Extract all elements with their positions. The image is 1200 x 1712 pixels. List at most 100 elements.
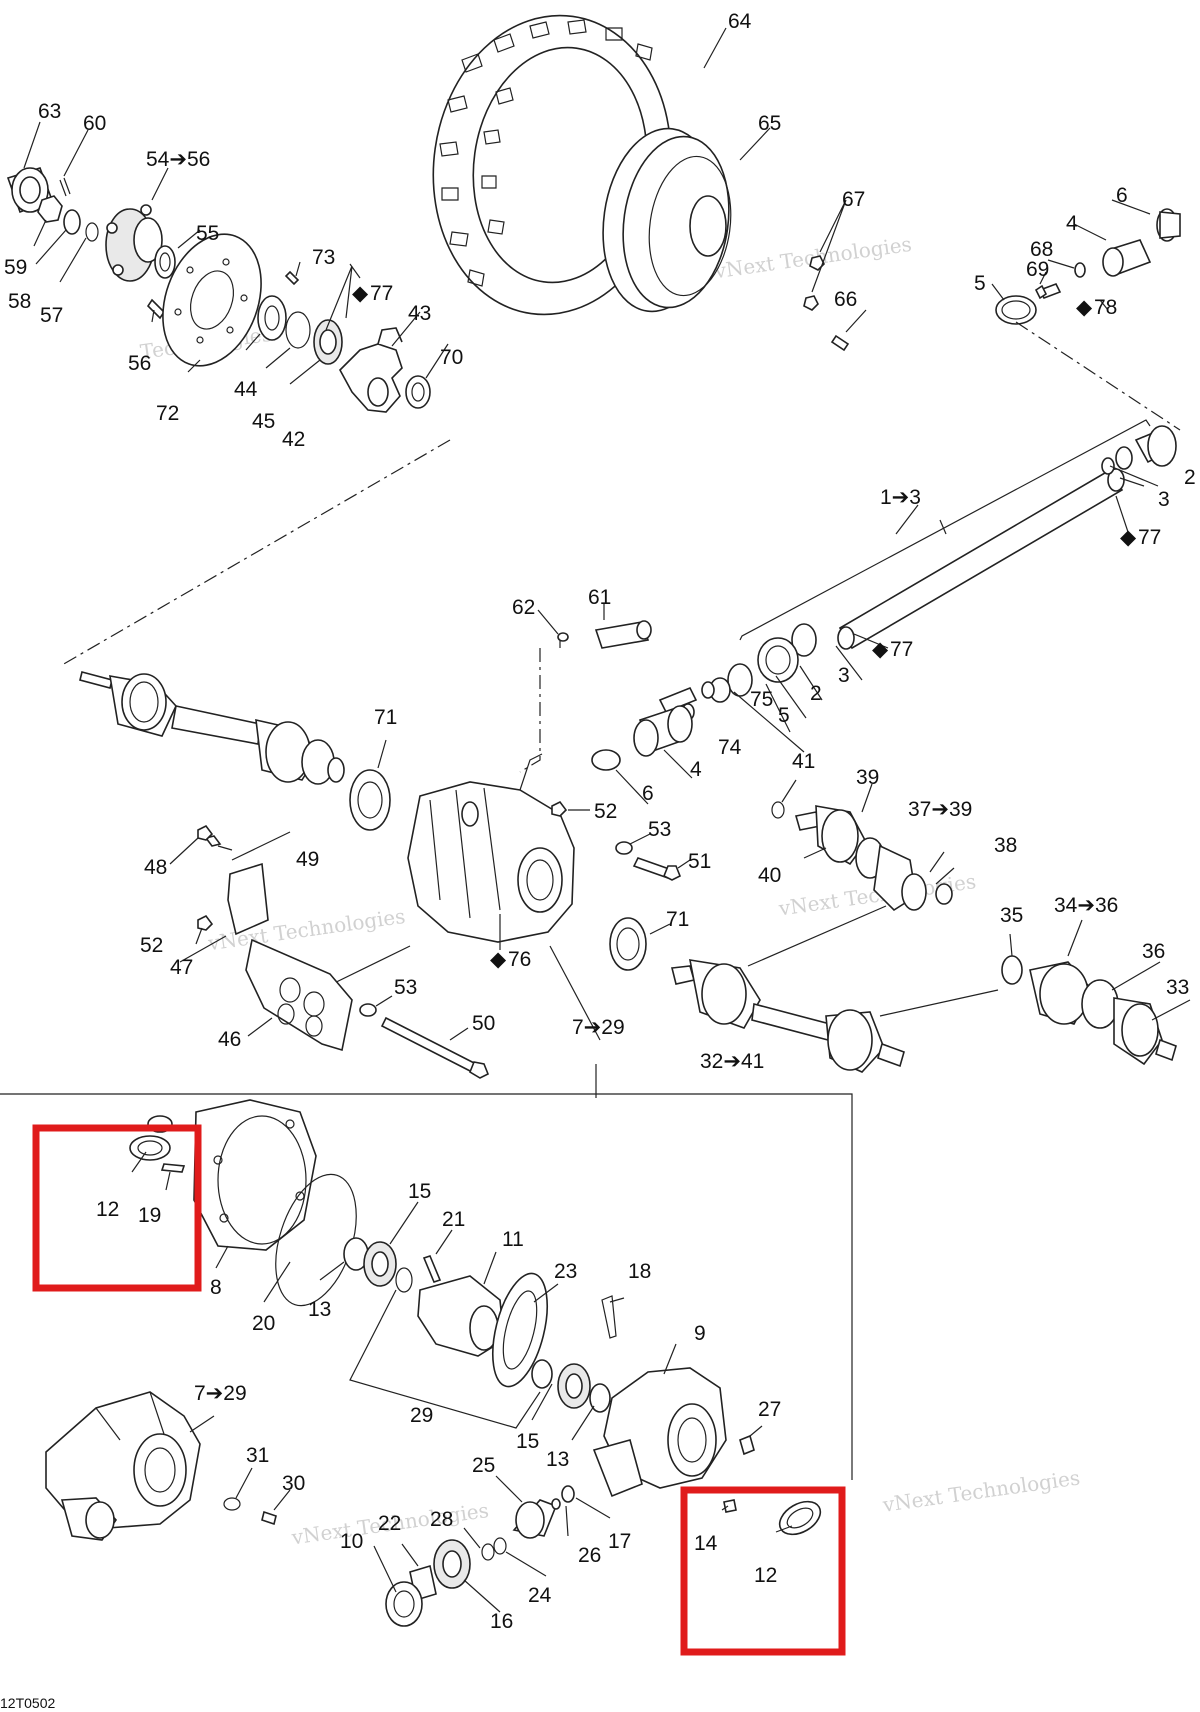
callout-69: 69 xyxy=(1026,258,1049,281)
callout-36: 36 xyxy=(1142,940,1165,963)
callout-49: 49 xyxy=(296,848,319,871)
callout-33: 33 xyxy=(1166,976,1189,999)
callout-21: 21 xyxy=(442,1208,465,1231)
highlight-box-part-12-bottom xyxy=(680,1486,846,1656)
grease-icon: ◆ xyxy=(490,948,507,971)
callout-75: 75 xyxy=(750,688,773,711)
callout-30: 30 xyxy=(282,1472,305,1495)
callout-2: 2 xyxy=(1184,466,1196,489)
callout-65: 65 xyxy=(758,112,781,135)
mount-brackets xyxy=(169,824,490,1079)
callout-78: 78 xyxy=(1094,296,1117,319)
callout-47: 47 xyxy=(170,956,193,979)
callout-12: 12 xyxy=(754,1564,777,1587)
callout-labels: 63 60 54➔56 55 59 58 57 56 72 73 ◆ 77 44… xyxy=(4,10,1196,1633)
callout-40: 40 xyxy=(758,864,781,887)
callout-26: 26 xyxy=(578,1544,601,1567)
grease-icon: ◆ xyxy=(872,638,889,661)
callout-37-39: 37➔39 xyxy=(908,798,972,821)
callout-71: 71 xyxy=(666,908,689,931)
right-axle xyxy=(671,779,1191,1073)
callout-13: 13 xyxy=(308,1298,331,1321)
callout-43: 43 xyxy=(408,302,431,325)
callout-2: 2 xyxy=(810,682,822,705)
watermark: vNext Technologies xyxy=(880,1465,1081,1517)
wheel-assembly xyxy=(432,14,867,352)
callout-56: 56 xyxy=(128,352,151,375)
callout-58: 58 xyxy=(8,290,31,313)
callout-52: 52 xyxy=(140,934,163,957)
callout-44: 44 xyxy=(234,378,258,401)
callout-38: 38 xyxy=(994,834,1017,857)
callout-3: 3 xyxy=(838,664,850,687)
callout-71: 71 xyxy=(374,706,397,729)
callout-6: 6 xyxy=(642,782,654,805)
callout-4: 4 xyxy=(690,758,702,781)
callout-52: 52 xyxy=(594,800,617,823)
grease-icon: ◆ xyxy=(352,282,369,305)
callout-77: 77 xyxy=(370,282,393,305)
diagram-reference-code: 12T0502 xyxy=(0,1695,55,1711)
callout-77: 77 xyxy=(890,638,913,661)
callout-55: 55 xyxy=(196,222,219,245)
callout-8: 8 xyxy=(210,1276,222,1299)
callout-10: 10 xyxy=(340,1530,363,1553)
diff-housing-top xyxy=(319,753,691,1098)
callout-11: 11 xyxy=(502,1228,524,1251)
callout-3: 3 xyxy=(1158,488,1170,511)
callout-22: 22 xyxy=(378,1512,401,1535)
callout-9: 9 xyxy=(694,1322,706,1345)
callout-74: 74 xyxy=(718,736,742,759)
callout-27: 27 xyxy=(758,1398,781,1421)
callout-7-29: 7➔29 xyxy=(572,1016,625,1039)
left-axle xyxy=(79,671,391,831)
callout-4: 4 xyxy=(1066,212,1078,235)
grease-icon: ◆ xyxy=(1076,296,1093,319)
callout-39: 39 xyxy=(856,766,879,789)
callout-59: 59 xyxy=(4,256,27,279)
callout-7-29: 7➔29 xyxy=(194,1382,247,1405)
callout-24: 24 xyxy=(528,1584,552,1607)
callout-13: 13 xyxy=(546,1448,569,1471)
callout-57: 57 xyxy=(40,304,63,327)
callout-66: 66 xyxy=(834,288,857,311)
callout-15: 15 xyxy=(408,1180,431,1203)
callout-62: 62 xyxy=(512,596,535,619)
callout-1-3: 1➔3 xyxy=(880,486,921,509)
callout-53: 53 xyxy=(648,818,671,841)
callout-48: 48 xyxy=(144,856,167,879)
callout-63: 63 xyxy=(38,100,61,123)
callout-29: 29 xyxy=(410,1404,433,1427)
highlight-box-part-12-top xyxy=(32,1124,202,1292)
callout-34-36: 34➔36 xyxy=(1054,894,1118,917)
callout-19: 19 xyxy=(138,1204,161,1227)
callout-18: 18 xyxy=(628,1260,651,1283)
callout-45: 45 xyxy=(252,410,275,433)
callout-46: 46 xyxy=(218,1028,241,1051)
callout-53: 53 xyxy=(394,976,417,999)
callout-6: 6 xyxy=(1116,184,1128,207)
callout-76: 76 xyxy=(508,948,531,971)
assembly-dashed-lines xyxy=(61,321,1181,773)
callout-17: 17 xyxy=(608,1530,631,1553)
callout-42: 42 xyxy=(282,428,305,451)
callout-23: 23 xyxy=(554,1260,577,1283)
differential-detail-box xyxy=(0,1093,853,1627)
callout-14: 14 xyxy=(694,1532,718,1555)
callout-61: 61 xyxy=(588,586,611,609)
callout-25: 25 xyxy=(472,1454,495,1477)
callout-35: 35 xyxy=(1000,904,1023,927)
grease-icon: ◆ xyxy=(1120,526,1137,549)
callout-28: 28 xyxy=(430,1508,453,1531)
callout-73: 73 xyxy=(312,246,335,269)
callout-15: 15 xyxy=(516,1430,539,1453)
callout-5: 5 xyxy=(974,272,986,295)
callout-5: 5 xyxy=(778,704,790,727)
callout-64: 64 xyxy=(728,10,752,33)
callout-16: 16 xyxy=(490,1610,513,1633)
callout-67: 67 xyxy=(842,188,865,211)
callout-20: 20 xyxy=(252,1312,275,1335)
callout-60: 60 xyxy=(83,112,106,135)
callout-51: 51 xyxy=(688,850,711,873)
